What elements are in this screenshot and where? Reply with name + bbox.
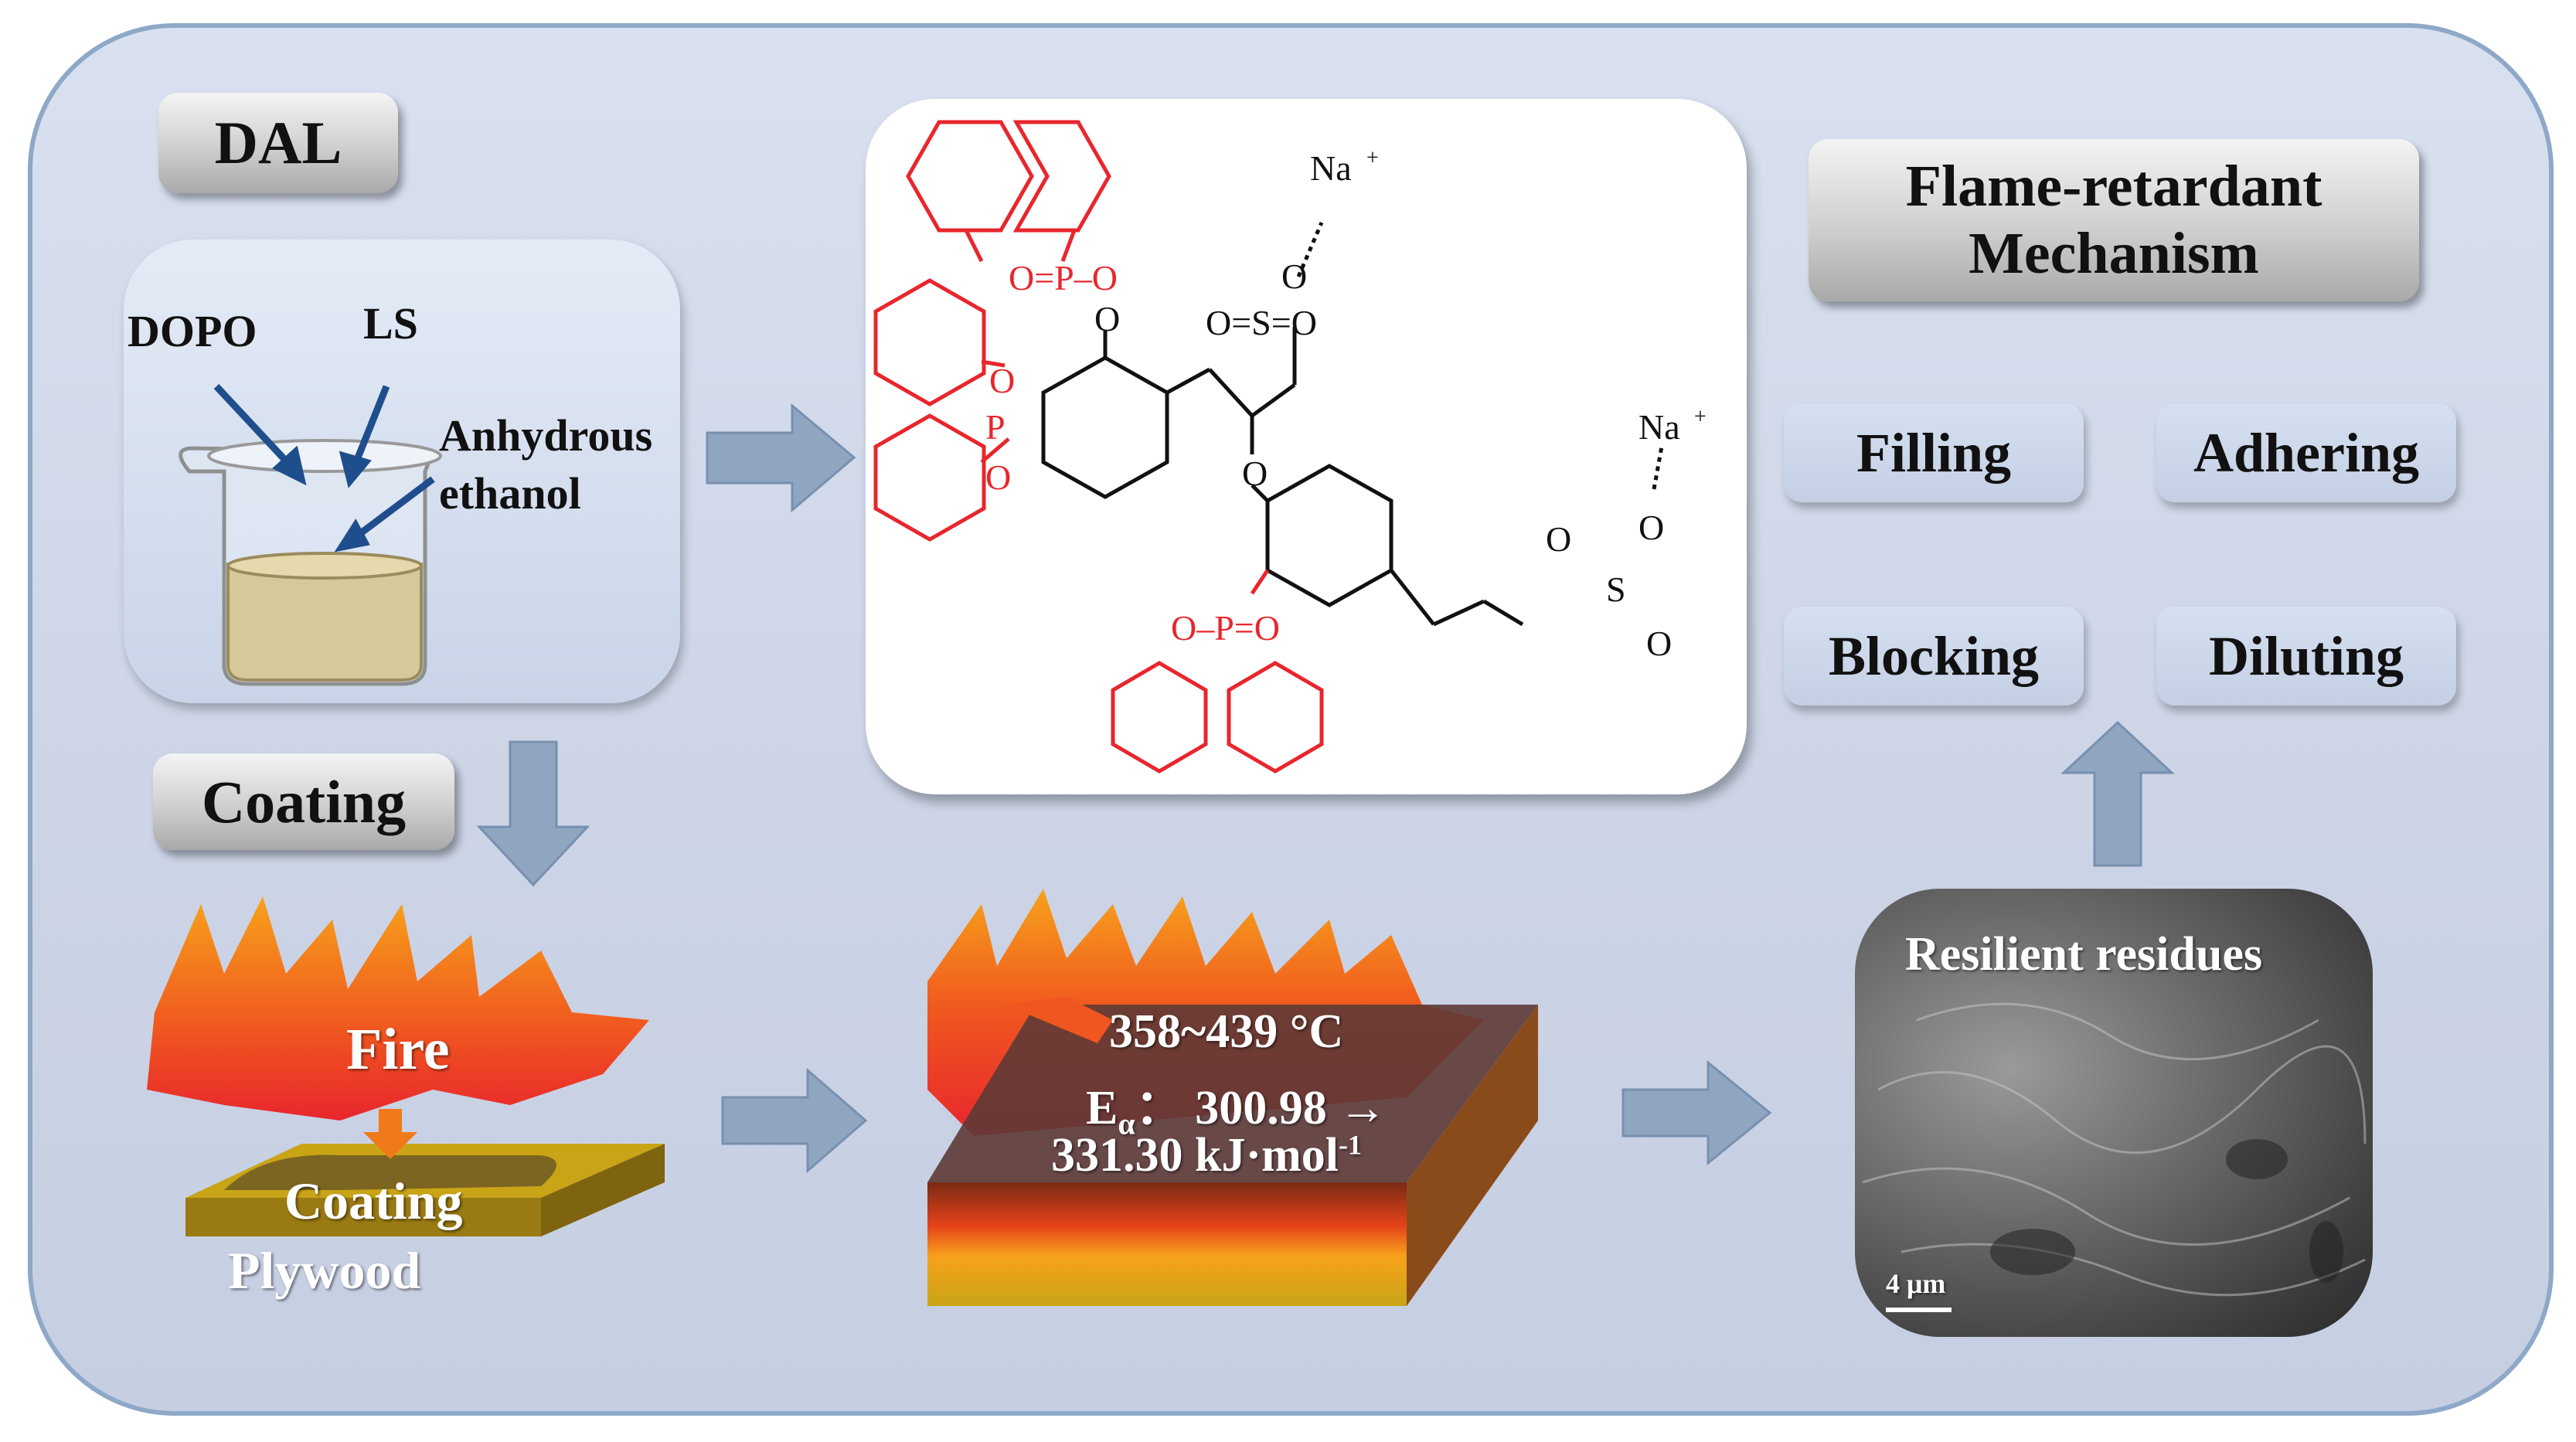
coating-tag-label: Coating [201,767,407,835]
dal-molecular-structure: O=P–O O P O O–P=O O O=S=O O O Na + Na + … [873,120,1707,774]
coating-tag: Coating [153,753,454,850]
mechanism-adhering-label: Adhering [2193,421,2420,484]
sem-micrograph [1855,889,2373,1337]
dal-tag: DAL [158,93,398,193]
ether-o-middle: O [1242,454,1268,493]
sulfonate-s-right: S [1606,570,1626,609]
activation-energy-result: 331.30 kJ·mol-1 [1051,1128,1362,1183]
dopo-ope-bottom: O–P=O [1171,608,1280,648]
mechanism-diluting-label: Diluting [2208,624,2404,687]
ea-symbol: E [1086,1082,1118,1134]
sulfonate-o-minus-right: O [1638,508,1664,547]
mechanism-filling-label: Filling [1856,421,2012,484]
arrow-right-icon [1621,1059,1772,1166]
sulfonate-o-right-top: O [1546,519,1571,559]
dopo-ope-top: O=P–O [1009,258,1118,298]
ethanol-label: ethanol [439,468,581,519]
mechanism-filling: Filling [1784,403,2084,502]
mechanism-adhering: Adhering [2156,403,2456,502]
ether-o-top: O [1094,299,1120,338]
temperature-range: 358~439 °C [1109,1005,1344,1058]
sulfonate-o-right-bottom: O [1646,624,1672,663]
dopo-p-left: P [985,407,1006,447]
fire-label: Fire [346,1017,450,1082]
dopo-label: DOPO [128,306,257,356]
dopo-o-left-bottom: O [985,457,1011,497]
ea-result-value: 331.30 kJ·mol [1051,1129,1339,1182]
scale-bar-label: 4 μm [1886,1268,1946,1299]
sulfonate-top: O=S=O [1206,303,1317,342]
dal-label: DAL [214,109,342,177]
dopo-o-left: O [989,361,1015,400]
sem-texture [1862,1002,2367,1312]
beaker-illustration [179,383,442,686]
resilient-residues-label: Resilient residues [1905,928,2263,981]
mechanism-diluting: Diluting [2156,607,2456,706]
ea-value: ： 300.98 → [1135,1082,1387,1134]
ea-result-exponent: -1 [1339,1129,1363,1161]
na-top: Na [1310,148,1352,188]
mechanism-title: Flame-retardant Mechanism [1809,139,2419,301]
anhydrous-label: Anhydrous [439,410,653,461]
burning-coated-block-illustration [927,889,1538,1306]
ea-subscript: α [1118,1106,1135,1141]
arrow-right-icon [706,403,856,513]
dal-structure-panel [866,99,1747,794]
na-top-charge: + [1366,146,1379,170]
ls-label: LS [363,298,418,349]
mechanism-blocking: Blocking [1784,607,2084,706]
arrow-up-icon [2060,720,2175,867]
arrow-down-icon [476,740,590,887]
mechanism-blocking-label: Blocking [1828,624,2040,687]
coating-label: Coating [284,1172,463,1230]
sulfonate-o-minus-top: O [1281,257,1307,296]
na-right-charge: + [1694,405,1707,429]
fire-coating-plywood-illustration [147,896,665,1236]
arrow-right-icon [721,1067,868,1174]
mechanism-title-label: Flame-retardant Mechanism [1905,153,2322,286]
activation-energy-line: Eα： 300.98 → [1086,1068,1387,1141]
na-right: Na [1638,407,1680,447]
plywood-label: Plywood [228,1241,421,1300]
